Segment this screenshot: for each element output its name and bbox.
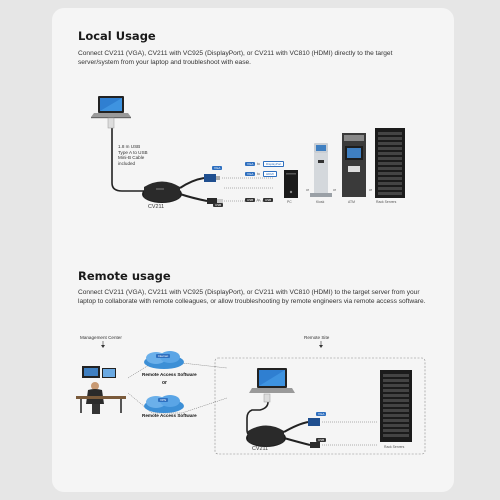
- management-center-label: Management Center: [80, 335, 122, 340]
- target-label-rack-servers: Rack Servers: [376, 200, 397, 204]
- adapter-tag: HDMI: [263, 171, 277, 177]
- local-usage-description: Connect CV211 (VGA), CV211 with VC925 (D…: [78, 50, 393, 66]
- local-usage-diagram: [91, 96, 405, 204]
- rack-servers-label: Rack Servers: [384, 445, 405, 449]
- cv211-device: [246, 425, 286, 447]
- content-card: Local Usage Connect CV211 (VGA), CV211 w…: [52, 8, 454, 492]
- remote-access-software-label: Remote Access Software: [142, 372, 197, 377]
- local-usage-heading: Local Usage: [78, 29, 156, 43]
- adapter-tag: VGA: [245, 162, 256, 166]
- internet-tag: Internet: [156, 354, 171, 358]
- cv211-label: CV211: [148, 204, 165, 210]
- operator-workstation-icon: [76, 366, 126, 414]
- adapter-tag: VGA: [245, 172, 256, 176]
- or-label: or: [369, 188, 373, 192]
- vga-port-tag: VGA: [212, 166, 223, 170]
- usb-port-tag: USB: [213, 203, 224, 207]
- cv211-label: CV211: [252, 446, 269, 452]
- usb-cable: [111, 118, 147, 192]
- usb-adapter-tag: USB: [263, 198, 274, 202]
- usb-connector: [207, 198, 223, 204]
- atm-icon: [342, 133, 366, 197]
- usb-port-tag: USB: [316, 438, 327, 442]
- vpn-tag: VPN: [158, 398, 169, 402]
- adapter-tag: to: [257, 172, 260, 176]
- remote-site-label: Remote Site: [304, 335, 330, 340]
- remote-usage-diagram: [76, 341, 426, 455]
- or-label: or: [333, 188, 337, 192]
- laptop-icon: [249, 368, 295, 393]
- or-label: or: [306, 188, 310, 192]
- target-label-kiosk: Kiosk: [316, 200, 325, 204]
- cable-label: 1.8 m USB Type A to USB Mini-B Cable inc…: [118, 144, 148, 166]
- remote-usage-description: Connect CV211 (VGA), CV211 with VC925 (D…: [78, 289, 426, 305]
- laptop-icon: [91, 96, 131, 119]
- vga-port-tag: VGA: [316, 412, 327, 416]
- usb-adapter-tag: USB: [245, 198, 256, 202]
- target-label-pc: PC: [287, 200, 292, 204]
- target-label-atm: ATM: [348, 200, 355, 204]
- kiosk-icon: [310, 143, 332, 197]
- or-label: or: [162, 380, 167, 386]
- cv211-device: [142, 181, 182, 203]
- usb-adapter-tag: to: [257, 198, 260, 202]
- vga-connector: [204, 174, 220, 182]
- rack-servers-icon: [375, 128, 405, 198]
- adapter-tag: to: [257, 162, 260, 166]
- rack-servers-icon: [380, 370, 412, 442]
- adapter-tag: DisplayPort: [263, 161, 285, 167]
- pc-icon: [284, 170, 298, 198]
- remote-access-software-label: Remote Access Software: [142, 413, 197, 418]
- remote-usage-heading: Remote usage: [78, 269, 171, 283]
